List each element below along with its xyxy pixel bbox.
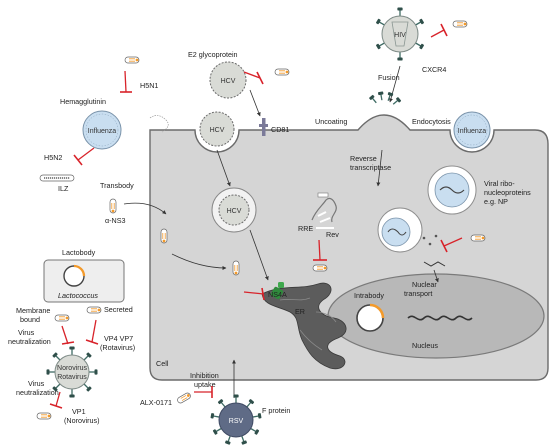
h5n1-label: H5N1	[140, 81, 158, 90]
viral-rnp-line2: nucleoproteins	[484, 188, 531, 197]
vp1-line1: VP1	[72, 407, 86, 416]
cxcr4-label: CXCR4	[422, 65, 446, 74]
vp4vp7-line1: VP4 VP7	[104, 334, 133, 343]
transbody-label: Transbody	[100, 181, 134, 190]
reverse-label: Reverse	[350, 154, 377, 163]
svg-text:Norovirus: Norovirus	[57, 365, 87, 372]
hcv-virion-inside: HCV	[211, 187, 257, 233]
nuclear-line2: transport	[404, 289, 432, 298]
lactococcus-box	[43, 259, 125, 303]
antibody-icon	[312, 264, 328, 272]
vp1-line2: (Norovirus)	[64, 416, 100, 425]
svg-text:Rotavirus: Rotavirus	[57, 374, 87, 381]
rre-structure	[311, 192, 337, 229]
nuclear-line1: Nuclear	[412, 280, 437, 289]
uncoating-label: Uncoating	[315, 117, 347, 126]
endoplasmic-reticulum	[261, 282, 347, 370]
antibody-icon	[36, 412, 52, 420]
intrabody-label: Intrabody	[354, 291, 384, 300]
vp4vp7-line2: (Rotavirus)	[100, 343, 135, 352]
viral-rnp-line3: e.g. NP	[484, 197, 508, 206]
h5n2-label: H5N2	[44, 153, 62, 162]
ilz-construct	[39, 174, 75, 182]
viral-rnp-line1: Viral ribo-	[484, 179, 515, 188]
er-label: ER	[295, 307, 305, 316]
svg-text:HCV: HCV	[221, 78, 236, 85]
rre-label: RRE	[298, 224, 313, 233]
inhibition-bar-icon	[256, 71, 264, 85]
nucleus-label: Nucleus	[412, 341, 438, 350]
cd81-label: CD81	[271, 125, 289, 134]
dna-strand	[407, 315, 473, 321]
alpha-ns3-label: α-NS3	[105, 216, 126, 225]
inhibition-bar-icon	[49, 403, 63, 409]
svg-text:HCV: HCV	[227, 208, 242, 215]
hiv-label: HIV	[394, 32, 406, 39]
fusion-label: Fusion	[378, 73, 400, 82]
lactococcus-plasmid	[63, 264, 86, 287]
antibody-icon	[452, 20, 468, 28]
nucleus	[327, 273, 545, 359]
rsv-virion: RSV	[209, 393, 263, 446]
svg-text:Influenza: Influenza	[88, 128, 117, 135]
ns4a-protein	[270, 282, 284, 300]
inhibition-bar-icon	[61, 341, 75, 345]
rev-label: Rev	[326, 230, 339, 239]
hcv-virion-outside: HCV	[209, 61, 247, 99]
virus-neut-a2: neutralization	[8, 337, 51, 346]
lactobody-label: Lactobody	[62, 248, 96, 257]
alx-label: ALX-0171	[140, 398, 172, 407]
ilz-label: ILZ	[58, 184, 69, 193]
svg-text:RSV: RSV	[229, 418, 244, 425]
hemagglutinin-label: Hemagglutinin	[60, 97, 106, 106]
inhibition-bar-icon	[440, 23, 448, 37]
lactococcus-label: Lactococcus	[58, 291, 98, 300]
endosome-release	[377, 207, 438, 253]
influenza-endosome: Influenza	[453, 111, 491, 149]
transcriptase-label: transcriptase	[350, 163, 391, 172]
inhibition-bar-icon	[73, 154, 83, 166]
virus-neut-b1: Virus	[28, 379, 45, 388]
cell-label: Cell	[156, 359, 169, 368]
cd81-receptor	[259, 118, 268, 136]
svg-text:HCV: HCV	[210, 127, 225, 134]
influenza-right-label: Influenza	[458, 128, 487, 135]
f-protein-label: F protein	[262, 406, 290, 415]
antibody-icon	[175, 391, 193, 405]
e2-glycoprotein-label: E2 glycoprotein	[188, 50, 238, 59]
inhibition-line1: Inhibition	[190, 371, 219, 380]
influenza-virion: Influenza	[82, 110, 122, 150]
antibody-icon	[86, 306, 102, 314]
inhibition-bar-icon	[85, 339, 99, 345]
ns4a-label: NS4A	[268, 290, 287, 299]
antibody-icon	[160, 228, 168, 244]
virus-neut-a1: Virus	[18, 328, 35, 337]
virus-neut-b2: neutralization	[16, 388, 59, 397]
hcv-virion-entry: HCV	[199, 111, 235, 147]
hiv-virion: HIV	[375, 6, 425, 62]
inhibition-bar-icon	[261, 287, 265, 301]
antibody-icon	[232, 260, 240, 276]
antibody-icon	[54, 314, 70, 322]
endocytosis-label: Endocytosis	[412, 117, 451, 126]
rna-strand-icon	[423, 261, 446, 267]
inhibition-bar-icon	[440, 239, 448, 253]
inhibition-line2: uptake	[194, 380, 216, 389]
membrane-line1: Membrane	[16, 306, 50, 315]
antibody-icon	[124, 56, 140, 64]
hiv-fusion-spikes	[368, 90, 403, 107]
intrabody-plasmid	[356, 303, 385, 332]
antibody-icon	[470, 234, 486, 242]
endosome-rnp	[427, 165, 477, 215]
antibody-icon	[109, 198, 117, 214]
norovirus-rotavirus-virion: Norovirus Rotavirus	[45, 345, 99, 399]
secreted-label: Secreted	[104, 305, 133, 314]
antibody-icon	[274, 68, 290, 76]
membrane-line2: bound	[20, 315, 40, 324]
